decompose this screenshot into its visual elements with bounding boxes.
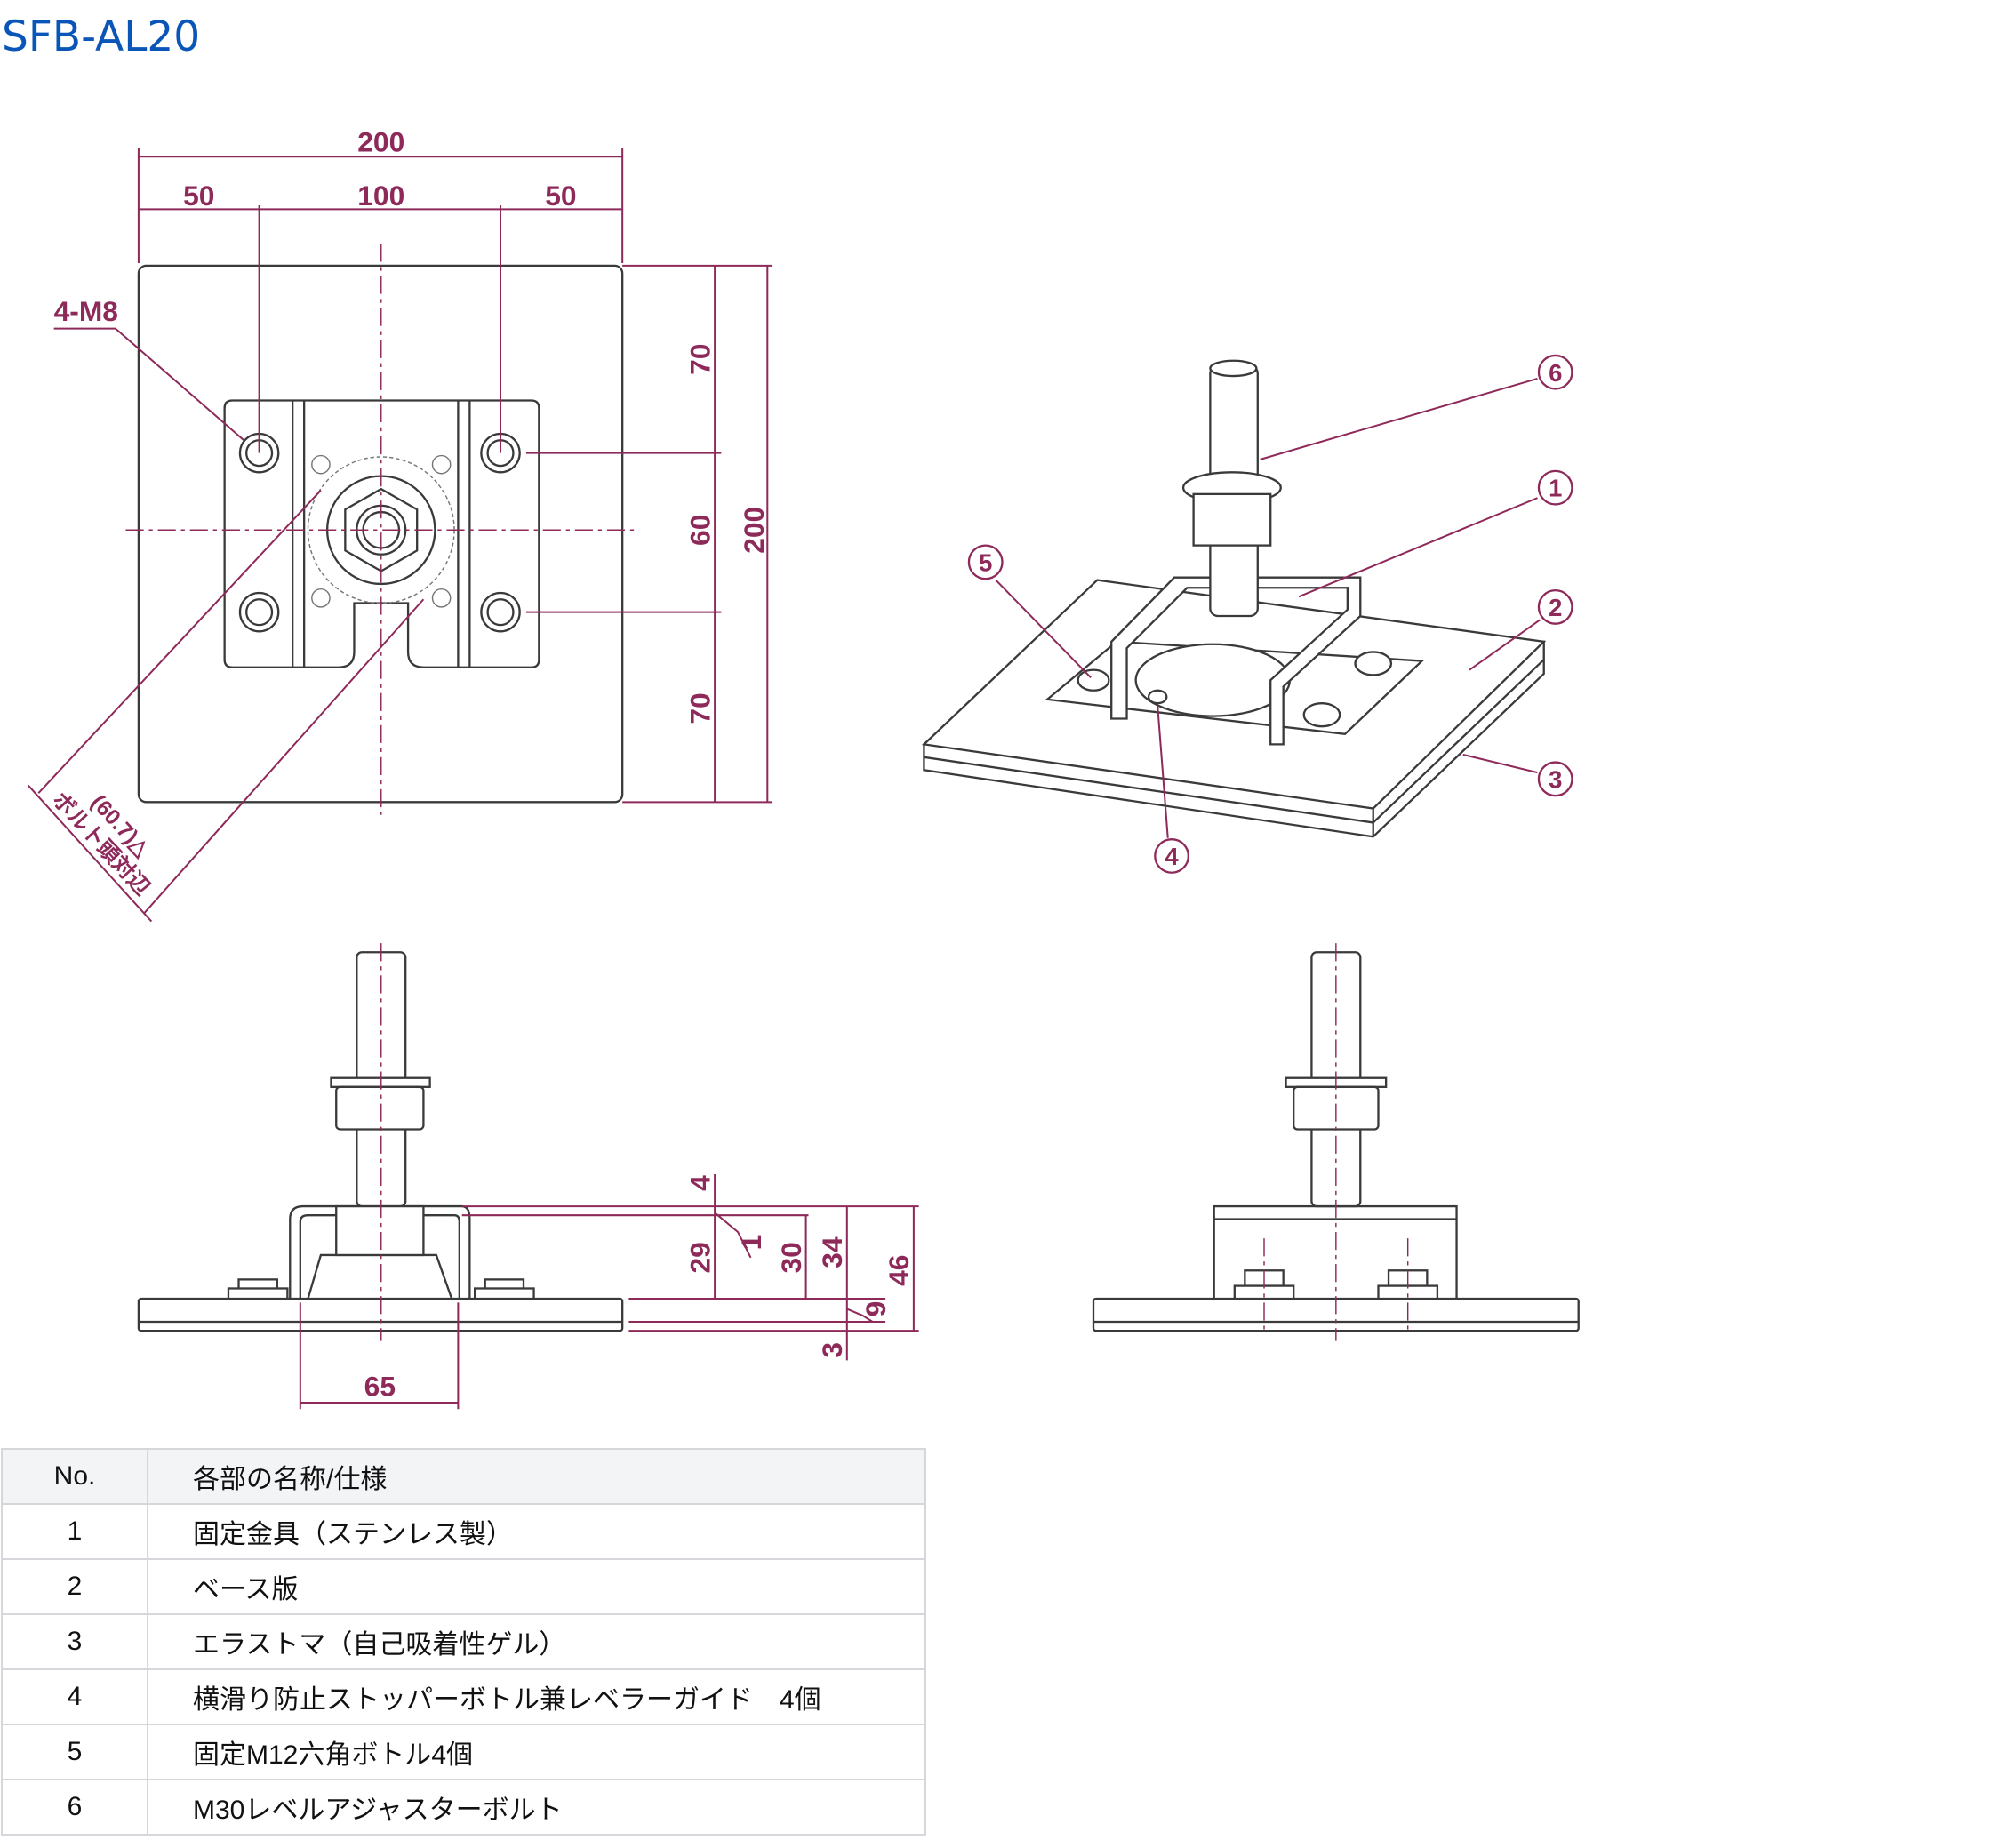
dim-right: 50 bbox=[545, 180, 576, 212]
dim-total-height: 200 bbox=[738, 507, 770, 554]
callout-6: 6 bbox=[1549, 359, 1562, 387]
dim-left: 50 bbox=[183, 180, 214, 212]
dim-29: 29 bbox=[684, 1242, 716, 1273]
dim-1: 1 bbox=[735, 1235, 767, 1251]
row-no: 4 bbox=[1, 1668, 148, 1725]
callout-5: 5 bbox=[979, 548, 992, 576]
isometric-view: 6 1 5 2 3 4 bbox=[921, 354, 1573, 874]
header-no: No. bbox=[1, 1448, 148, 1505]
bracket-outline bbox=[223, 399, 540, 668]
row-name: M30レベルアジャスターボルト bbox=[147, 1779, 926, 1836]
row-name: 横滑り防止ストッパーボトル兼レベラーガイド 4個 bbox=[147, 1668, 926, 1725]
row-no: 2 bbox=[1, 1558, 148, 1615]
callout-2: 2 bbox=[1549, 594, 1562, 621]
row-name: ベース版 bbox=[147, 1558, 926, 1615]
base-plate-outline bbox=[137, 264, 624, 804]
dim-9: 9 bbox=[860, 1301, 892, 1317]
dim-65: 65 bbox=[364, 1371, 396, 1403]
dim-46: 46 bbox=[883, 1255, 915, 1286]
row-no: 1 bbox=[1, 1503, 148, 1560]
row-no: 3 bbox=[1, 1613, 148, 1670]
dim-v-top: 70 bbox=[684, 344, 716, 375]
front-view: 65 4 29 1 30 34 46 9 3 bbox=[137, 943, 919, 1410]
row-name: エラストマ（自己吸着性ゲル） bbox=[147, 1613, 926, 1670]
top-view: 200 50 100 50 70 60 70 200 4-M8 (60.7)△ … bbox=[28, 125, 773, 923]
iso-bolts bbox=[1077, 651, 1393, 728]
technical-drawing: 200 50 100 50 70 60 70 200 4-M8 (60.7)△ … bbox=[28, 125, 1580, 1410]
row-name: 固定金具（ステンレス製） bbox=[147, 1503, 926, 1560]
row-no: 6 bbox=[1, 1779, 148, 1836]
header-name: 各部の名称/仕様 bbox=[147, 1448, 926, 1505]
page-title: SFB-AL20 bbox=[2, 12, 201, 61]
row-name: 固定M12六角ボトル4個 bbox=[147, 1724, 926, 1780]
callout-1: 1 bbox=[1549, 475, 1562, 502]
dim-34: 34 bbox=[816, 1236, 848, 1268]
dim-4: 4 bbox=[684, 1175, 716, 1191]
dim-30: 30 bbox=[775, 1242, 807, 1273]
side-view bbox=[1092, 943, 1580, 1341]
dim-3: 3 bbox=[816, 1342, 848, 1358]
callout-3: 3 bbox=[1549, 765, 1562, 793]
hole-label: 4-M8 bbox=[54, 295, 118, 327]
dim-total-width: 200 bbox=[357, 125, 404, 157]
dim-v-bottom: 70 bbox=[684, 692, 716, 724]
dim-v-mid: 60 bbox=[684, 515, 716, 546]
dim-center: 100 bbox=[357, 180, 404, 212]
row-no: 5 bbox=[1, 1724, 148, 1780]
callouts: 6 1 5 2 3 4 bbox=[967, 354, 1573, 874]
table-header-row: No. 各部の名称/仕様 bbox=[1, 1448, 926, 1505]
callout-4: 4 bbox=[1165, 843, 1179, 870]
